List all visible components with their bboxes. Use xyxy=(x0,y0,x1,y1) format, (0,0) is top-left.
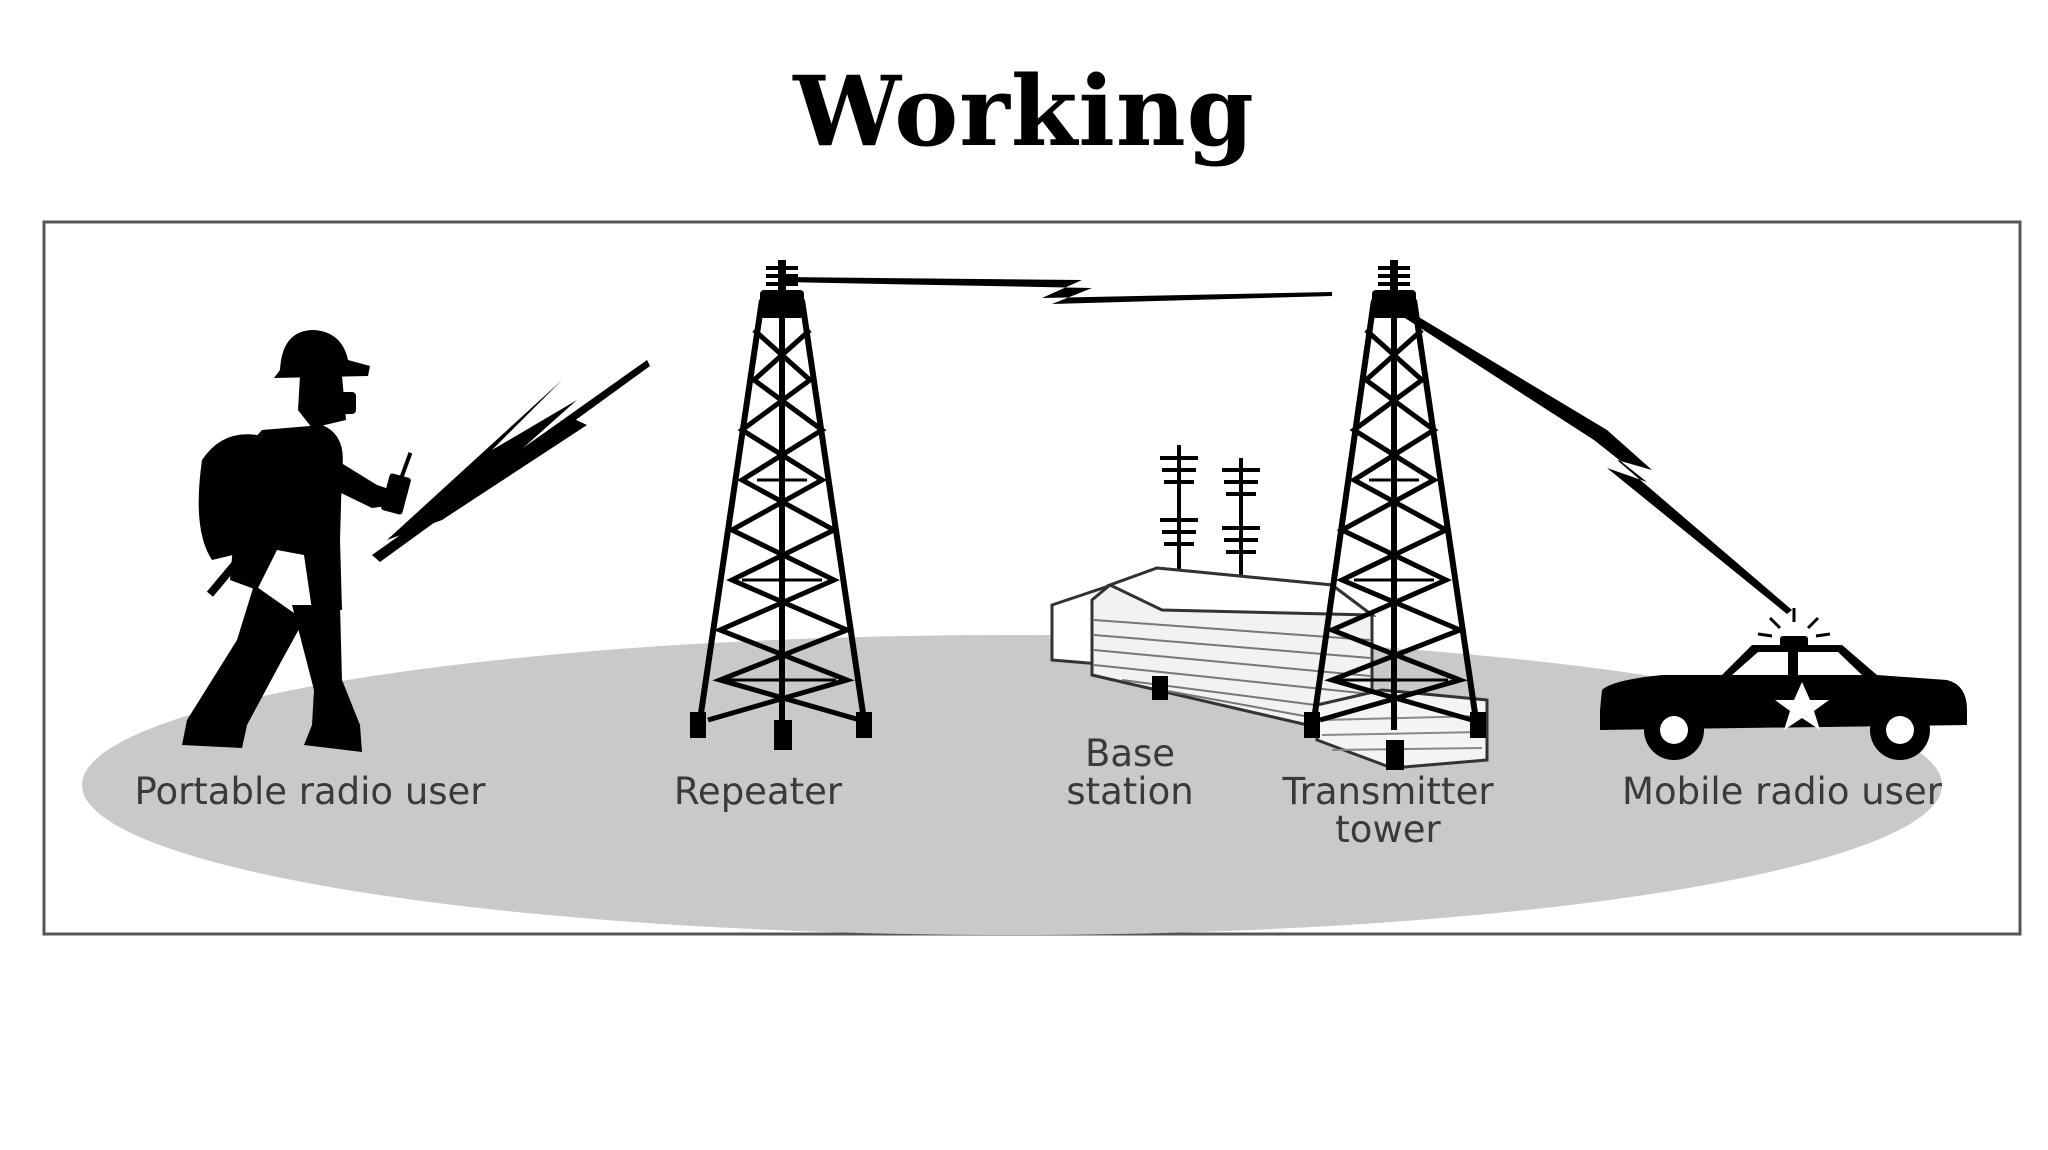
radio-system-diagram: Portable radio user Repeater xyxy=(42,220,2022,936)
transmitter-antenna-icon xyxy=(1304,260,1486,770)
repeater-antenna-icon xyxy=(690,260,872,750)
base-station-label-line2: station xyxy=(1066,770,1193,813)
base-station-label-line1: Base xyxy=(1085,732,1175,775)
transmitter-tower-icon xyxy=(1311,299,1479,730)
lightning-bolt-icon xyxy=(782,277,1332,304)
slide-title: Working xyxy=(793,55,1255,168)
lightning-bolt-icon xyxy=(1377,295,1792,614)
diagram-canvas: Portable radio user Repeater xyxy=(42,220,2022,936)
firefighter-icon xyxy=(182,330,413,752)
repeater-tower-icon xyxy=(697,299,867,730)
transmitter-tower-label-line2: tower xyxy=(1335,808,1441,851)
repeater-label: Repeater xyxy=(674,770,843,813)
police-car-icon xyxy=(1600,608,1967,760)
lightning-bolt-icon xyxy=(372,360,650,562)
transmitter-tower-label-line1: Transmitter xyxy=(1281,770,1494,813)
portable-radio-user-label: Portable radio user xyxy=(134,770,486,813)
mobile-radio-user-label: Mobile radio user xyxy=(1622,770,1943,813)
